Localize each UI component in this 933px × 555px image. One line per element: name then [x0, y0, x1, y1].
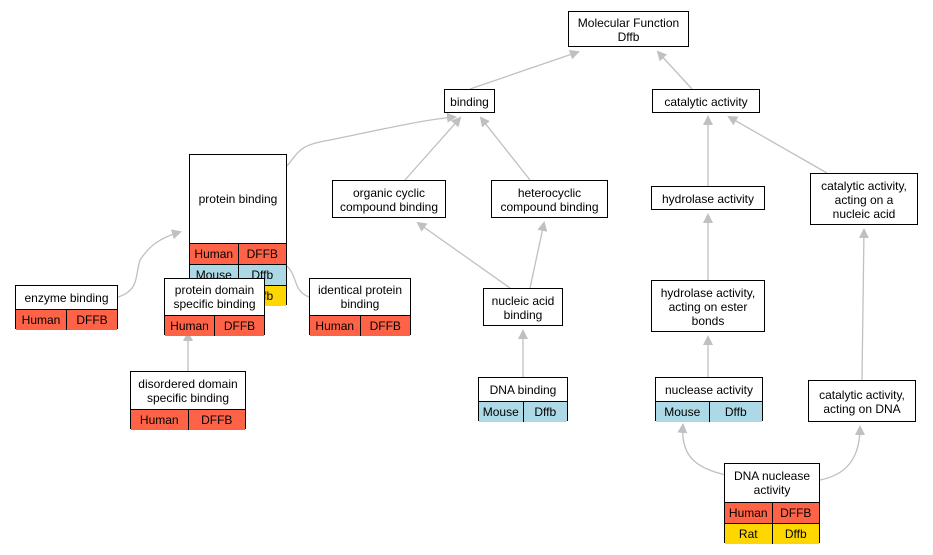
- go-term-label: heterocyclic compound binding: [500, 186, 599, 214]
- go-term-catalytic[interactable]: catalytic activity: [652, 89, 760, 113]
- go-term-label: identical protein binding: [317, 283, 403, 311]
- go-term-label: catalytic activity, acting on DNA: [819, 388, 905, 416]
- species-cell: Human: [728, 506, 768, 520]
- go-term-organic[interactable]: organic cyclic compound binding: [332, 180, 446, 218]
- gene-cell: DFFB: [187, 410, 246, 430]
- gene-cell: DFFB: [359, 316, 411, 336]
- gene-cell: Dffb: [771, 524, 820, 544]
- species-cell: Human: [21, 313, 61, 327]
- gene-cell: DFFB: [214, 316, 264, 336]
- go-term-mf[interactable]: Molecular Function Dffb: [568, 11, 689, 47]
- edge-nucleic-binding-to-organic: [416, 221, 511, 289]
- go-term-heterocyclic[interactable]: heterocyclic compound binding: [491, 180, 608, 218]
- gene-cell: DFFB: [771, 503, 820, 523]
- annotation-row-human[interactable]: Human DFFB: [165, 315, 264, 336]
- annotation-row-human[interactable]: Human DFFB: [131, 409, 245, 430]
- go-term-label: nucleic acid binding: [491, 294, 555, 322]
- go-term-label: Molecular Function Dffb: [577, 16, 680, 44]
- go-term-label: organic cyclic compound binding: [339, 186, 439, 214]
- go-term-cat-dna[interactable]: catalytic activity, acting on DNA: [808, 380, 916, 422]
- gene-cell: Dffb: [522, 402, 568, 422]
- go-term-label: DNA nuclease activity: [733, 469, 811, 497]
- edge-enzyme-to-protein-binding: [117, 229, 182, 298]
- edge-cat-nucleic-to-catalytic: [727, 116, 828, 174]
- annotation-row-rat[interactable]: Rat Dffb: [725, 523, 819, 544]
- go-term-label: hydrolase activity: [661, 192, 755, 206]
- annotation-row-human[interactable]: Human DFFB: [16, 309, 117, 330]
- species-cell: Mouse: [664, 405, 701, 419]
- go-term-label: disordered domain specific binding: [138, 376, 238, 405]
- edge-dna-nuclease-to-cat-dna: [819, 425, 865, 481]
- edge-catalytic-to-mf: [656, 50, 693, 90]
- edge-heterocyclic-to-binding: [479, 116, 531, 181]
- go-term-label: catalytic activity: [664, 95, 748, 109]
- go-term-label: binding: [450, 95, 489, 109]
- go-term-label: nuclease activity: [664, 382, 754, 397]
- gene-cell: DFFB: [66, 310, 117, 330]
- go-term-label: protein domain specific binding: [173, 283, 256, 311]
- gene-cell: Dffb: [708, 402, 763, 422]
- edge-binding-to-mf: [469, 49, 580, 90]
- species-cell: Rat: [738, 527, 758, 541]
- species-cell: Mouse: [482, 405, 519, 419]
- go-term-nucleic-binding[interactable]: nucleic acid binding: [483, 288, 563, 326]
- go-term-label: protein binding: [198, 192, 278, 206]
- go-term-cat-nucleic[interactable]: catalytic activity, acting on a nucleic …: [810, 173, 918, 225]
- species-cell: Human: [194, 247, 234, 261]
- go-term-label: enzyme binding: [24, 290, 109, 305]
- go-term-label: DNA binding: [489, 382, 557, 397]
- go-term-binding[interactable]: binding: [444, 89, 495, 113]
- species-cell: Human: [139, 413, 179, 427]
- edge-nucleic-binding-to-heterocyclic: [529, 221, 548, 289]
- go-term-label: catalytic activity, acting on a nucleic …: [821, 179, 907, 221]
- gene-cell: DFFB: [237, 244, 287, 264]
- species-cell: Human: [315, 319, 355, 333]
- edge-organic-to-binding: [404, 116, 462, 181]
- edge-protein-binding-to-binding: [286, 112, 457, 167]
- go-term-hydrolase[interactable]: hydrolase activity: [651, 186, 765, 210]
- go-term-hydrolase-ester[interactable]: hydrolase activity, acting on ester bond…: [651, 280, 765, 332]
- species-cell: Human: [170, 319, 209, 333]
- annotation-row-mouse[interactable]: Mouse Dffb: [656, 401, 762, 422]
- edge-cat-dna-to-cat-nucleic: [858, 228, 869, 381]
- annotation-row-human[interactable]: Human DFFB: [310, 315, 410, 336]
- go-term-label: hydrolase activity, acting on ester bond…: [660, 286, 756, 328]
